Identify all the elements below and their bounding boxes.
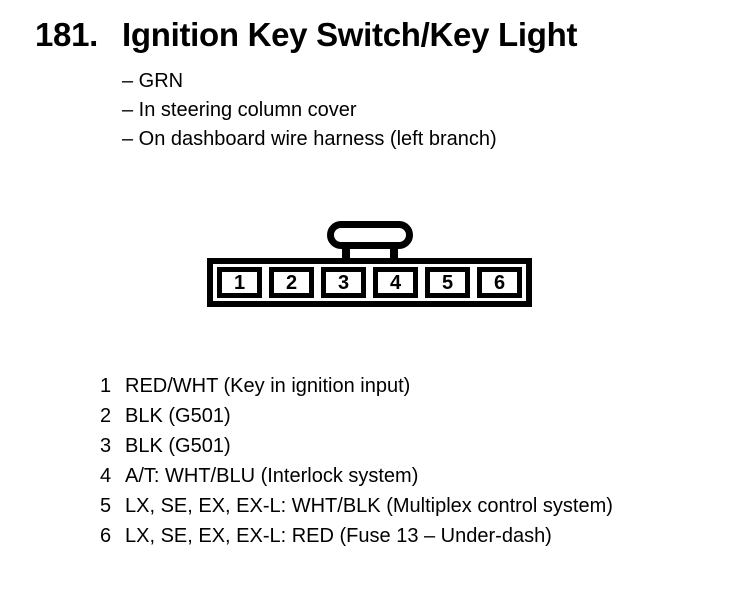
page-title-text: Ignition Key Switch/Key Light [122, 16, 578, 53]
connector-diagram: 1 2 3 4 5 6 [207, 221, 532, 311]
pinout-row: 6 LX, SE, EX, EX-L: RED (Fuse 13 – Under… [100, 521, 613, 551]
pinout-pin-number: 1 [100, 375, 112, 397]
pinout-list: 1 RED/WHT (Key in ignition input) 2 BLK … [100, 371, 613, 551]
pinout-pin-description: LX, SE, EX, EX-L: WHT/BLK (Multiplex con… [125, 495, 613, 517]
connector-body: 1 2 3 4 5 6 [207, 258, 532, 307]
pinout-pin-number: 2 [100, 405, 112, 427]
connector-notes: – GRN – In steering column cover – On da… [122, 67, 497, 154]
pinout-row: 4 A/T: WHT/BLU (Interlock system) [100, 461, 613, 491]
pin-cell-5: 5 [425, 267, 470, 298]
pinout-pin-description: RED/WHT (Key in ignition input) [125, 375, 411, 397]
pinout-pin-number: 3 [100, 435, 112, 457]
pinout-row: 3 BLK (G501) [100, 431, 613, 461]
pinout-pin-description: BLK (G501) [125, 435, 231, 457]
pinout-row: 1 RED/WHT (Key in ignition input) [100, 371, 613, 401]
pinout-pin-description: LX, SE, EX, EX-L: RED (Fuse 13 – Under-d… [125, 525, 552, 547]
page-title: 181. Ignition Key Switch/Key Light [35, 16, 577, 54]
pin-cell-3: 3 [321, 267, 366, 298]
pinout-pin-description: BLK (G501) [125, 405, 231, 427]
pinout-pin-number: 6 [100, 525, 112, 547]
pin-cell-1: 1 [217, 267, 262, 298]
pin-cell-4: 4 [373, 267, 418, 298]
pinout-pin-description: A/T: WHT/BLU (Interlock system) [125, 465, 419, 487]
pin-cell-6: 6 [477, 267, 522, 298]
pin-cell-2: 2 [269, 267, 314, 298]
connector-lock-tab-icon [327, 221, 413, 263]
item-number: 181. [35, 16, 99, 53]
pinout-pin-number: 4 [100, 465, 112, 487]
note-line: – On dashboard wire harness (left branch… [122, 128, 497, 150]
note-line: – GRN [122, 70, 184, 92]
note-line: – In steering column cover [122, 99, 357, 121]
pinout-row: 2 BLK (G501) [100, 401, 613, 431]
pinout-row: 5 LX, SE, EX, EX-L: WHT/BLK (Multiplex c… [100, 491, 613, 521]
pinout-pin-number: 5 [100, 495, 112, 517]
